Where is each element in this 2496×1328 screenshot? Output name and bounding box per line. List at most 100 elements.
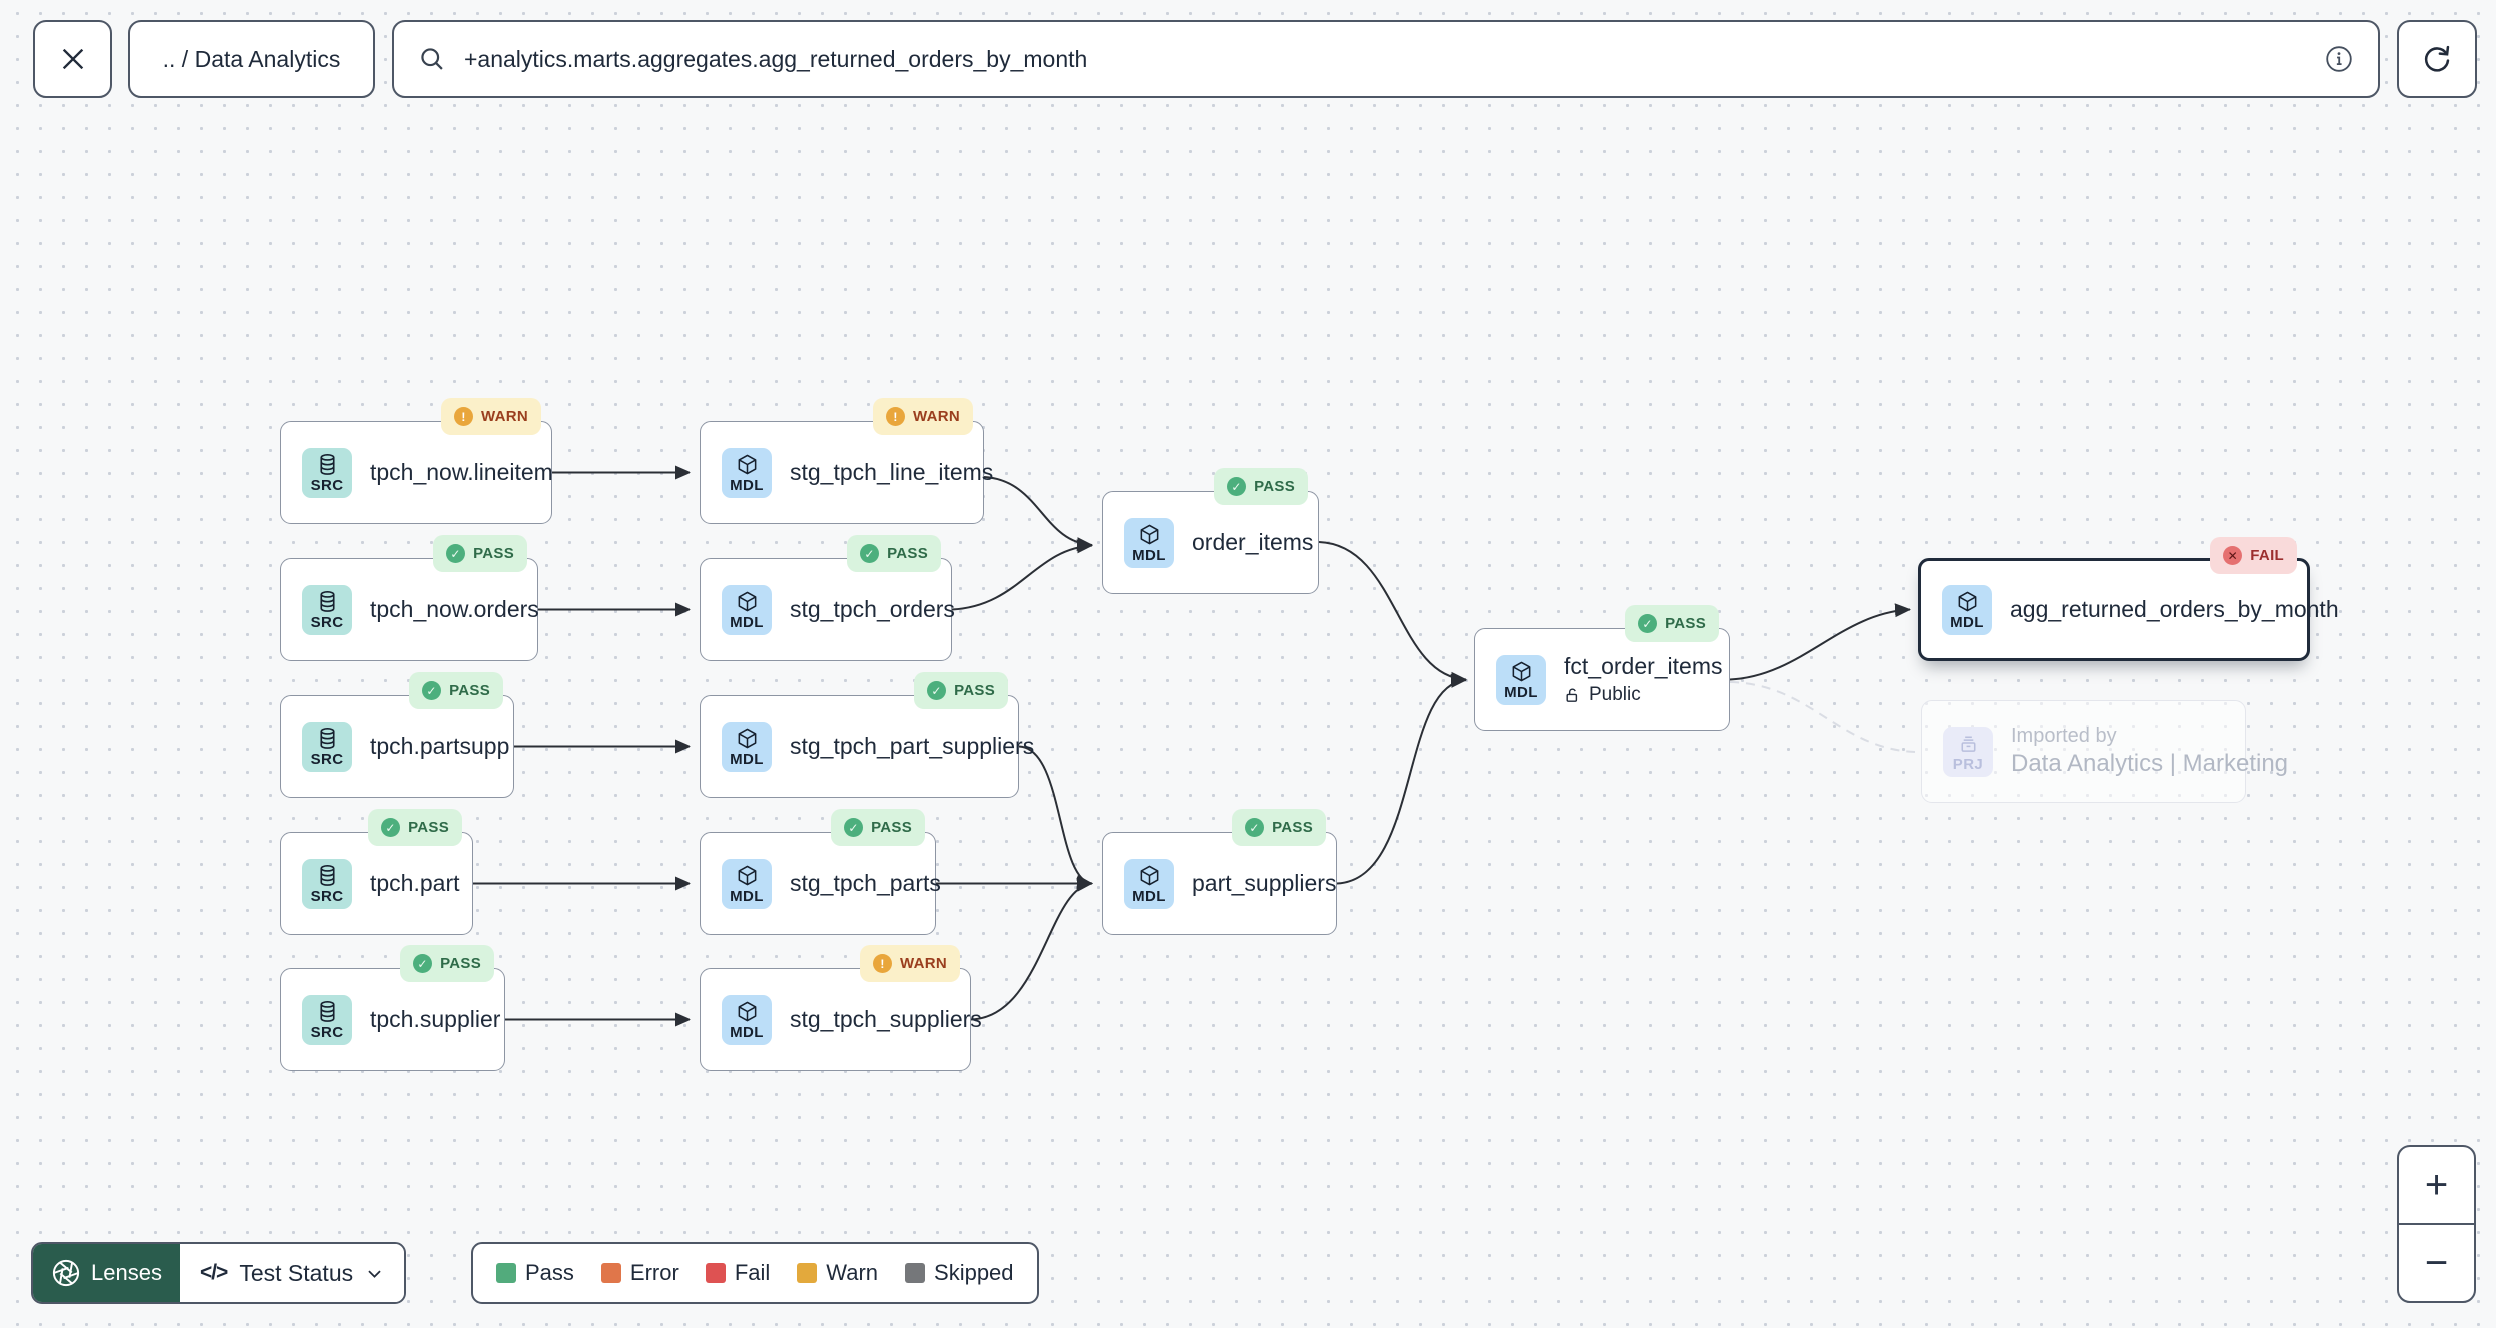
check-icon: ✓ xyxy=(927,681,947,700)
node-label: stg_tpch_part_suppliers xyxy=(790,733,1035,759)
graph-node-part_suppliers[interactable]: ✓ PASS MDL part_suppliers xyxy=(1102,809,1337,935)
refresh-button[interactable] xyxy=(2397,20,2477,98)
status-badge: ✓ PASS xyxy=(368,809,462,846)
type-label: SRC xyxy=(310,750,344,768)
type-label: MDL xyxy=(1950,613,1984,631)
aperture-icon xyxy=(52,1259,80,1287)
zoom-out-button[interactable]: − xyxy=(2424,1240,2449,1285)
graph-node-stg_tpch_line_items[interactable]: ! WARN MDL stg_tpch_line_items xyxy=(700,398,993,524)
status-label: PASS xyxy=(1254,478,1295,495)
model-type-icon: MDL xyxy=(722,447,772,498)
model-type-icon: MDL xyxy=(1942,584,1992,635)
status-label: PASS xyxy=(871,819,912,836)
node-label: fct_order_items xyxy=(1564,653,1723,679)
status-badge: ✓ PASS xyxy=(1214,468,1308,505)
search-input[interactable] xyxy=(462,44,2308,74)
breadcrumb[interactable]: .. / Data Analytics xyxy=(128,20,375,98)
error-swatch xyxy=(600,1263,621,1283)
check-icon: ✓ xyxy=(381,818,401,837)
type-label: SRC xyxy=(310,613,344,631)
status-label: PASS xyxy=(954,682,995,699)
type-label: SRC xyxy=(310,1023,344,1041)
type-label: MDL xyxy=(1132,546,1166,564)
node-label: stg_tpch_orders xyxy=(790,596,955,622)
code-icon: </> xyxy=(199,1261,228,1284)
zoom-control: + − xyxy=(2397,1145,2476,1303)
edge-stg_suppliers-part_suppliers xyxy=(970,877,1093,1021)
status-badge: ✓ PASS xyxy=(1232,809,1326,846)
access-row: Public xyxy=(1564,684,1723,706)
type-label: SRC xyxy=(310,476,344,494)
database-icon xyxy=(319,1000,335,1022)
type-label: MDL xyxy=(1132,887,1166,905)
graph-node-tpch-part[interactable]: ✓ PASS SRC tpch.part xyxy=(280,809,473,935)
lens-selected-label: Test Status xyxy=(239,1259,354,1286)
graph-node-stg_tpch_suppliers[interactable]: ! WARN MDL stg_tpch_suppliers xyxy=(700,945,982,1071)
cube-icon xyxy=(738,454,756,474)
unlock-icon xyxy=(1566,687,1578,702)
graph-node-stg_tpch_parts[interactable]: ✓ PASS MDL stg_tpch_parts xyxy=(700,809,941,935)
type-label: PRJ xyxy=(1952,755,1984,773)
status-badge: ✓ PASS xyxy=(433,535,527,572)
close-button[interactable] xyxy=(33,20,112,98)
status-label: PASS xyxy=(408,819,449,836)
source-type-icon: SRC xyxy=(302,721,352,772)
cube-icon xyxy=(738,1001,756,1021)
status-label: PASS xyxy=(449,682,490,699)
graph-node-order_items[interactable]: ✓ PASS MDL order_items xyxy=(1102,468,1319,594)
graph-node-imported-by-project[interactable]: PRJ Imported by Data Analytics | Marketi… xyxy=(1921,700,2288,803)
lens-selector[interactable]: </> Test Status xyxy=(179,1244,405,1302)
legend-item-skipped: Skipped xyxy=(905,1260,1014,1286)
edge-fct_order_items-imported-by xyxy=(1729,681,1916,753)
status-badge: ✓ PASS xyxy=(1625,605,1719,642)
check-icon: ✓ xyxy=(1227,477,1247,496)
imported-by-label: Imported by xyxy=(2011,725,2117,747)
graph-node-agg_returned_orders_by_month[interactable]: ✕ FAIL MDL agg_returned_orders_by_month xyxy=(1918,537,2339,661)
graph-node-tpch-supplier[interactable]: ✓ PASS SRC tpch.supplier xyxy=(280,945,505,1071)
search-bar[interactable] xyxy=(392,20,2380,98)
status-label: PASS xyxy=(440,955,481,972)
graph-node-tpch_now-lineitem[interactable]: ! WARN SRC tpch_now.lineitem xyxy=(280,398,553,524)
skipped-swatch xyxy=(905,1263,926,1283)
graph-node-fct_order_items[interactable]: ✓ PASS MDL fct_order_items Public xyxy=(1474,605,1730,731)
status-badge: ✕ FAIL xyxy=(2210,537,2297,574)
test-status-legend: Pass Error Fail Warn Skipped xyxy=(471,1242,1039,1304)
check-icon: ✓ xyxy=(1245,818,1265,837)
graph-node-tpch-partsupp[interactable]: ✓ PASS SRC tpch.partsupp xyxy=(280,672,514,798)
legend-label: Fail xyxy=(734,1260,771,1285)
edge-order_items-fct_order_items xyxy=(1318,541,1467,686)
model-type-icon: MDL xyxy=(722,721,772,772)
graph-node-stg_tpch_part_suppliers[interactable]: ✓ PASS MDL stg_tpch_part_suppliers xyxy=(700,672,1034,798)
status-badge: ✓ PASS xyxy=(914,672,1008,709)
node-label: stg_tpch_suppliers xyxy=(790,1006,982,1032)
database-icon xyxy=(319,590,335,612)
fail-icon: ✕ xyxy=(2223,546,2243,565)
check-icon: ✓ xyxy=(860,544,880,563)
edge-stg_orders-order_items xyxy=(951,539,1093,611)
type-label: MDL xyxy=(1504,683,1538,701)
zoom-in-button[interactable]: + xyxy=(2399,1147,2474,1225)
model-type-icon: MDL xyxy=(722,994,772,1045)
refresh-icon xyxy=(2424,45,2450,72)
lenses-button[interactable]: Lenses xyxy=(33,1244,180,1302)
info-icon[interactable] xyxy=(2324,44,2354,74)
legend-item-error: Error xyxy=(600,1260,679,1286)
access-label: Public xyxy=(1589,684,1641,705)
lenses-label: Lenses xyxy=(91,1260,162,1285)
graph-node-tpch_now-orders[interactable]: ✓ PASS SRC tpch_now.orders xyxy=(280,535,539,661)
node-label: tpch.partsupp xyxy=(370,733,510,759)
check-icon: ✓ xyxy=(844,818,864,837)
status-label: WARN xyxy=(480,408,528,425)
status-label: PASS xyxy=(1665,615,1706,632)
type-label: MDL xyxy=(730,476,764,494)
legend-label: Pass xyxy=(525,1260,574,1285)
warn-swatch xyxy=(797,1263,818,1283)
source-type-icon: SRC xyxy=(302,584,352,635)
model-type-icon: MDL xyxy=(1124,858,1174,909)
status-badge: ✓ PASS xyxy=(831,809,925,846)
fail-swatch xyxy=(705,1263,726,1283)
node-label: order_items xyxy=(1192,529,1314,555)
graph-node-stg_tpch_orders[interactable]: ✓ PASS MDL stg_tpch_orders xyxy=(700,535,955,661)
source-type-icon: SRC xyxy=(302,858,352,909)
